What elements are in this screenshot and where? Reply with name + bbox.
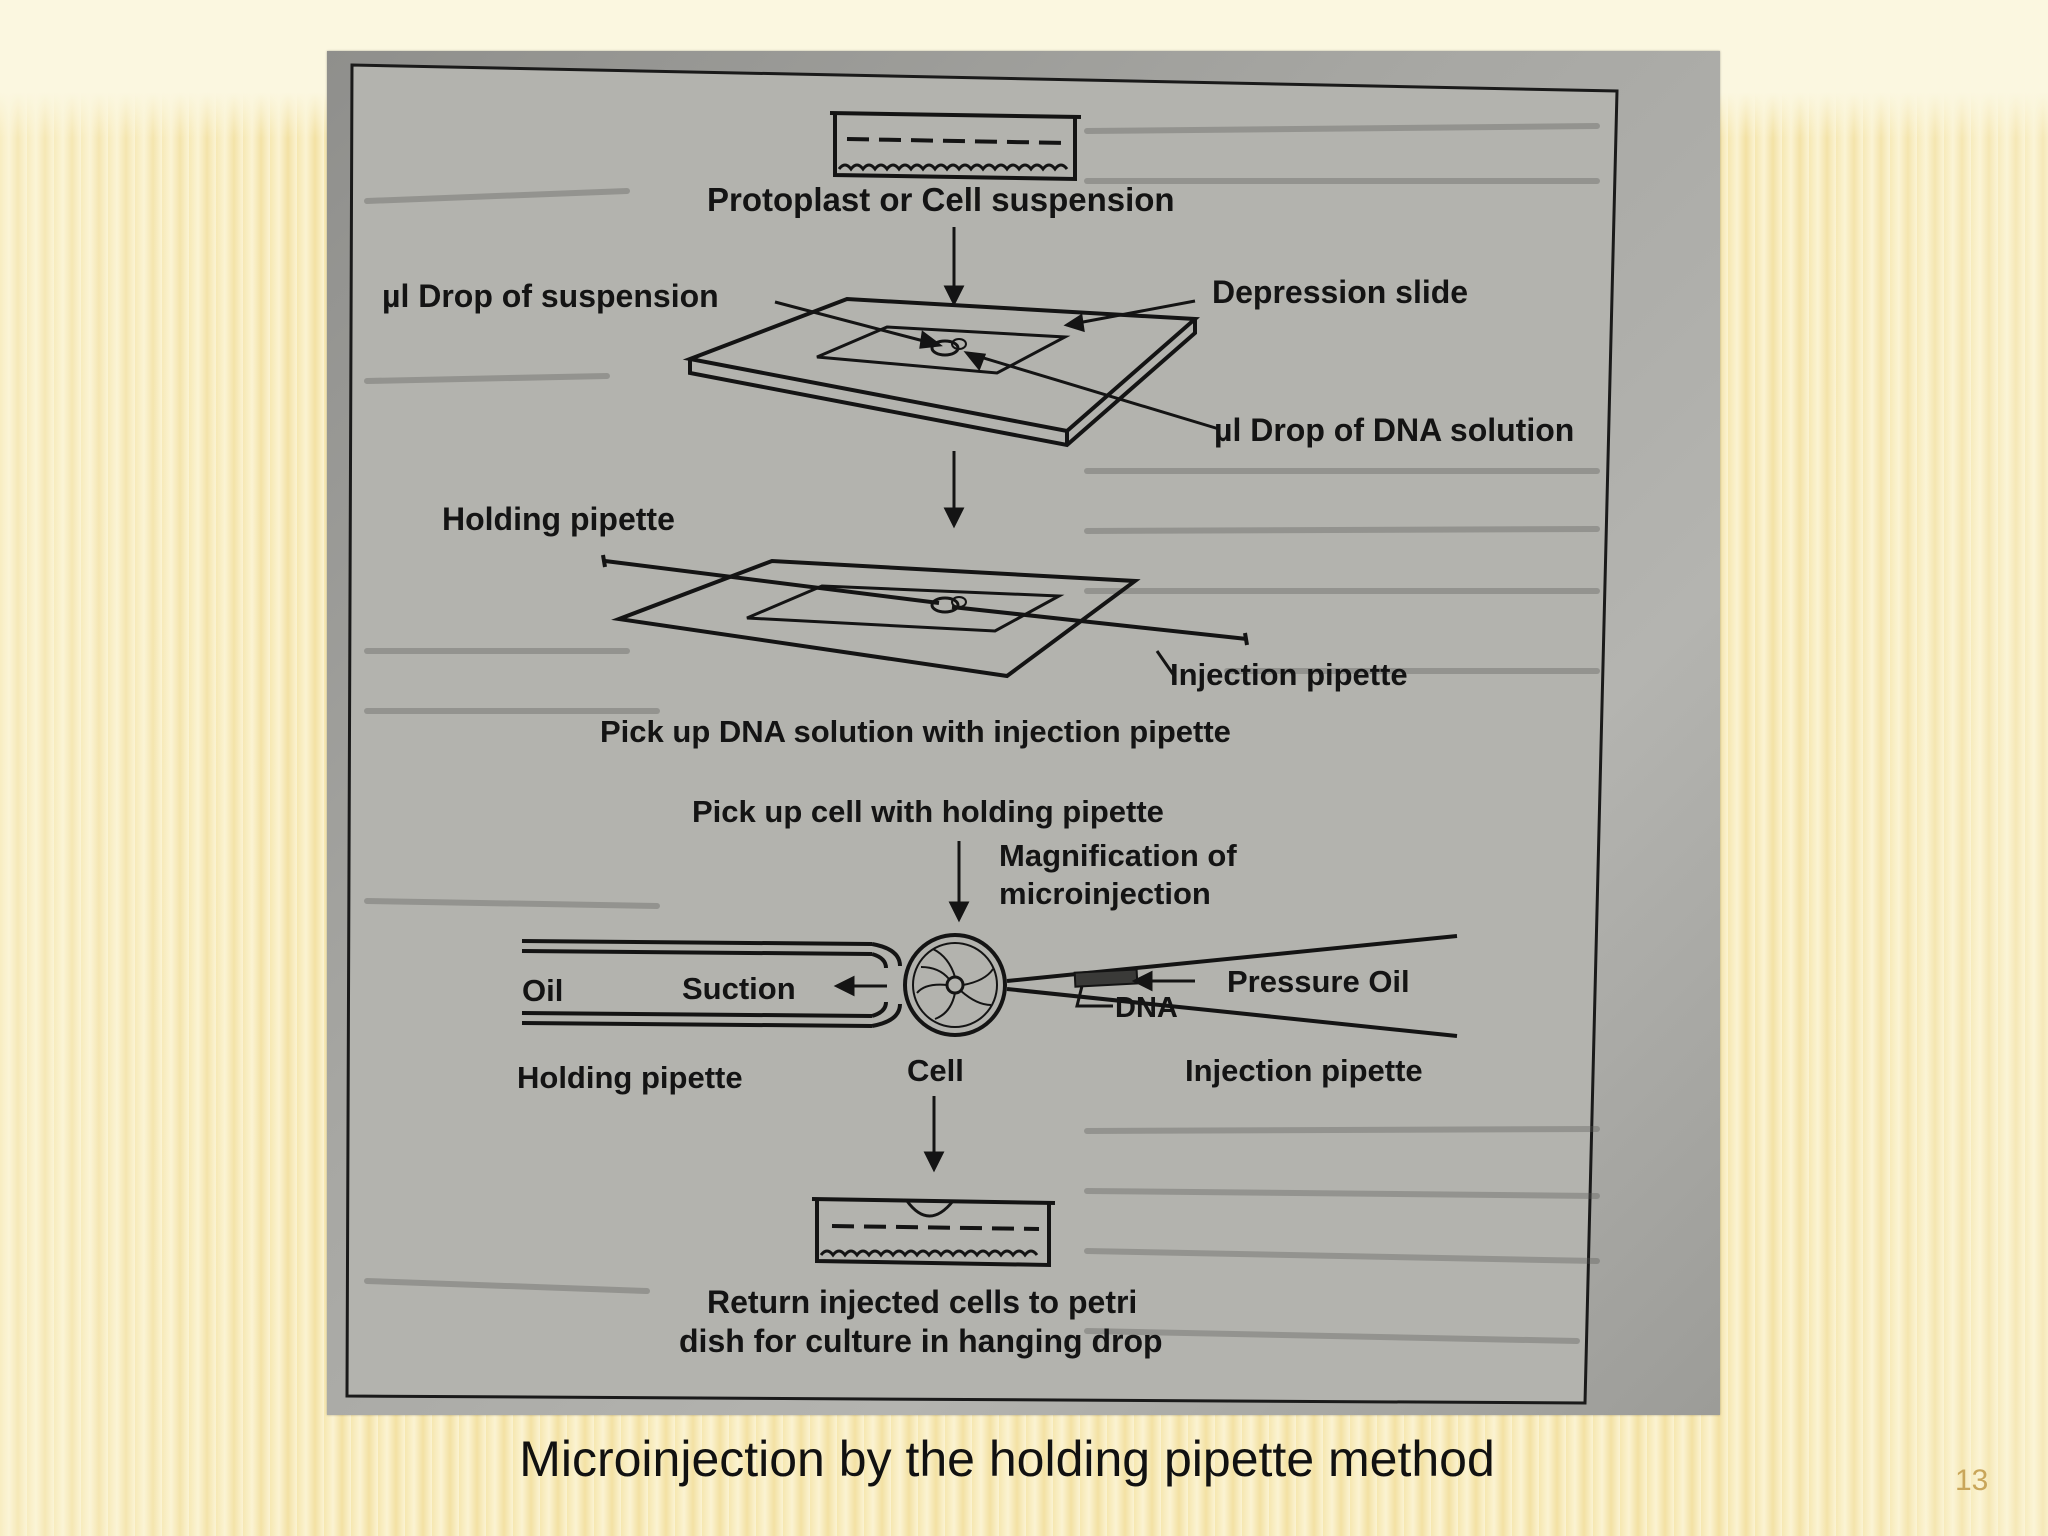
arrow-down-1 [943, 227, 965, 307]
label-dna: DNA [1115, 992, 1178, 1024]
label-step-pick-cell: Pick up cell with holding pipette [692, 794, 1164, 829]
label-step-pick-dna: Pick up DNA solution with injection pipe… [600, 714, 1231, 749]
arrow-down-3 [948, 841, 970, 923]
microinjection-diagram: Protoplast or Cell suspension µl Drop of… [345, 63, 1619, 1405]
arrow-down-4 [923, 1096, 945, 1173]
page-number: 13 [1955, 1464, 1989, 1497]
arrow-down-2 [943, 451, 965, 529]
diagram-photo: Protoplast or Cell suspension µl Drop of… [327, 51, 1720, 1415]
label-magnification-line2: microinjection [999, 876, 1211, 911]
slide-with-pipettes [601, 554, 1249, 679]
injection-pipette-magnified [1006, 934, 1458, 1038]
label-holding-pipette-top: Holding pipette [442, 501, 675, 537]
label-drop-of-dna: µl Drop of DNA solution [1214, 412, 1574, 448]
label-return-line1: Return injected cells to petri [707, 1284, 1137, 1320]
cell [903, 933, 1007, 1037]
label-suspension-title: Protoplast or Cell suspension [707, 181, 1175, 218]
label-injection-pipette-bottom: Injection pipette [1185, 1053, 1423, 1088]
petri-dish-top [829, 111, 1082, 182]
holding-pipette-magnified [521, 939, 902, 1028]
label-depression-slide: Depression slide [1212, 274, 1468, 310]
pressure-arrow [1131, 970, 1195, 992]
label-suction: Suction [682, 971, 796, 1006]
petri-dish-bottom [811, 1197, 1056, 1268]
bleed-through-lines [364, 123, 1600, 1344]
label-oil: Oil [522, 973, 563, 1008]
label-injection-pipette-top: Injection pipette [1170, 657, 1408, 692]
label-pressure-oil: Pressure Oil [1227, 964, 1410, 999]
slide-leader-lines [774, 299, 1220, 431]
suction-arrow [833, 975, 887, 997]
page-border [345, 63, 1619, 1405]
dna-leader [1075, 985, 1113, 1008]
injection-pipette-leader [1155, 650, 1177, 678]
label-cell: Cell [907, 1053, 964, 1088]
depression-slide [682, 296, 1200, 448]
label-holding-pipette-bottom: Holding pipette [517, 1060, 743, 1095]
slide-caption: Microinjection by the holding pipette me… [519, 1431, 1495, 1487]
label-magnification-line1: Magnification of [999, 838, 1237, 873]
label-return-line2: dish for culture in hanging drop [679, 1323, 1163, 1359]
label-drop-of-suspension: µl Drop of suspension [382, 278, 719, 314]
